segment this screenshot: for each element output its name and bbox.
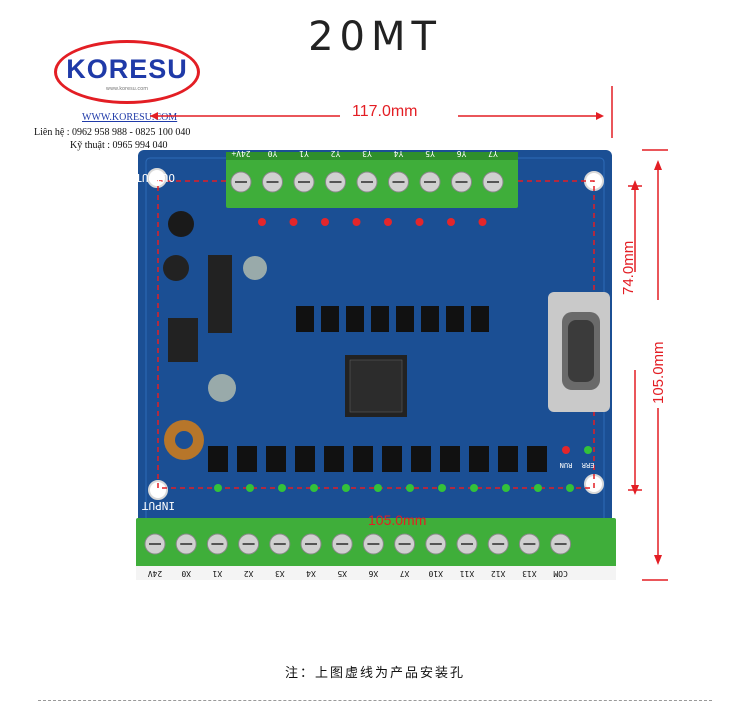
- dimension-width-label: 117.0mm: [352, 103, 418, 120]
- db9-connector: [548, 292, 610, 412]
- capacitor: [208, 374, 236, 402]
- optocoupler: [266, 446, 286, 472]
- website-link[interactable]: WWW.KORESU.COM: [82, 112, 178, 123]
- status-label: ERR: [581, 461, 594, 469]
- input-led: [534, 484, 542, 492]
- optocoupler: [346, 306, 364, 332]
- input-silkscreen: INPUT: [142, 499, 175, 512]
- height-dimension-lines: [628, 149, 668, 581]
- terminal-label: X1: [212, 569, 222, 578]
- terminal-label: X2: [244, 569, 254, 578]
- terminal-label: Y5: [425, 149, 435, 158]
- terminal-label: 24V+: [231, 149, 250, 158]
- terminal-label: Y0: [268, 149, 278, 158]
- terminal-label: Y3: [362, 149, 372, 158]
- brand-logo-tagline: www.koresu.com: [105, 86, 149, 92]
- input-led: [374, 484, 382, 492]
- input-led: [214, 484, 222, 492]
- terminal-label: X6: [368, 569, 378, 578]
- output-silkscreen: OUTPUT: [135, 171, 175, 184]
- dimension-outer-height-label: 105.0mm: [650, 341, 667, 404]
- output-led: [258, 218, 266, 226]
- optocoupler: [296, 306, 314, 332]
- output-led: [415, 218, 424, 226]
- optocoupler: [411, 446, 431, 472]
- output-led: [321, 218, 329, 226]
- input-led: [470, 484, 478, 492]
- divider: [38, 700, 712, 701]
- input-led: [278, 484, 286, 492]
- capacitor: [168, 211, 194, 237]
- input-led: [246, 484, 254, 492]
- output-led: [478, 218, 487, 226]
- output-led: [384, 218, 392, 226]
- terminal-label: X7: [400, 569, 410, 578]
- optocoupler: [440, 446, 460, 472]
- brand-logo: [54, 40, 200, 104]
- input-led: [438, 484, 446, 492]
- terminal-label: COM: [553, 569, 568, 578]
- optocoupler: [353, 446, 373, 472]
- optocoupler: [421, 306, 439, 332]
- input-led: [406, 484, 414, 492]
- optocoupler: [469, 446, 489, 472]
- terminal-label: X11: [460, 569, 475, 578]
- optocoupler: [446, 306, 464, 332]
- product-title: 20MT: [308, 14, 442, 60]
- optocoupler: [527, 446, 547, 472]
- optocoupler: [498, 446, 518, 472]
- status-label: RUN: [560, 461, 573, 469]
- power-module: [208, 255, 232, 333]
- optocoupler: [237, 446, 257, 472]
- terminal-label: Y4: [394, 149, 404, 158]
- width-dimension-line: [150, 86, 613, 138]
- voltage-regulator: [168, 318, 198, 362]
- terminal-label: X13: [522, 569, 537, 578]
- dimension-inner-width-label: 105.0mm: [368, 512, 427, 528]
- optocoupler: [471, 306, 489, 332]
- input-led: [342, 484, 350, 492]
- terminal-label: X12: [491, 569, 506, 578]
- brand-logo-text: KORESU: [66, 54, 188, 84]
- capacitor: [243, 256, 267, 280]
- terminal-label: X0: [181, 569, 191, 578]
- terminal-label: Y1: [299, 149, 309, 158]
- output-led: [289, 218, 298, 226]
- optocoupler: [396, 306, 414, 332]
- terminal-label: X4: [306, 569, 316, 578]
- input-led: [566, 484, 574, 492]
- optocoupler: [295, 446, 315, 472]
- optocoupler: [382, 446, 402, 472]
- contact-phone: Liên hệ : 0962 958 988 - 0825 100 040: [34, 127, 191, 138]
- contact-tech: Kỹ thuật : 0965 994 040: [70, 140, 168, 151]
- input-led: [310, 484, 318, 492]
- output-led: [352, 218, 361, 226]
- terminal-label: Y7: [488, 149, 498, 158]
- output-led: [447, 218, 455, 226]
- optocoupler: [321, 306, 339, 332]
- status-led: [562, 446, 570, 454]
- capacitor: [163, 255, 189, 281]
- terminal-label: X5: [337, 569, 347, 578]
- terminal-label: Y6: [457, 149, 467, 158]
- dimension-inner-height-label: 74.0mm: [620, 240, 637, 295]
- terminal-label: X3: [275, 569, 285, 578]
- optocoupler: [208, 446, 228, 472]
- status-led: [584, 446, 592, 454]
- footnote: 注：上图虚线为产品安装孔: [284, 666, 465, 681]
- terminal-label: 24V: [148, 569, 163, 578]
- terminal-label: Y2: [331, 149, 341, 158]
- terminal-label: X10: [428, 569, 443, 578]
- optocoupler: [371, 306, 389, 332]
- optocoupler: [324, 446, 344, 472]
- input-led: [502, 484, 510, 492]
